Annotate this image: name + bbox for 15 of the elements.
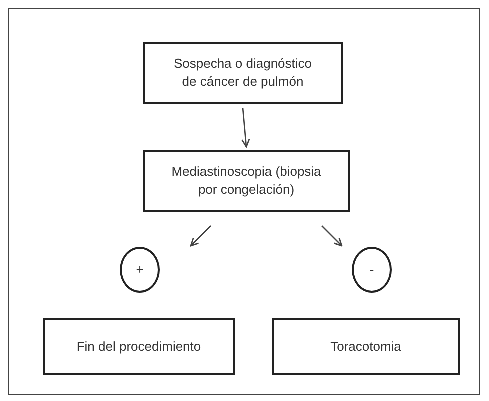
process-box <box>143 42 343 104</box>
arrow <box>190 226 212 247</box>
node-text: Fin del procedimiento <box>76 338 202 356</box>
arrow <box>242 108 250 148</box>
node-text: Mediastinoscopia (biopsia por congelación) <box>170 163 322 199</box>
node-text: + <box>136 261 144 279</box>
circle-node <box>120 247 160 293</box>
node-text: - <box>370 261 374 279</box>
arrow <box>322 226 343 247</box>
process-box <box>43 318 235 375</box>
node-text: Sospecha o diagnóstico de cáncer de pulmón <box>172 55 314 91</box>
circle-node <box>352 247 392 293</box>
process-box <box>272 318 460 375</box>
process-box <box>143 150 350 212</box>
node-text: Toracotomia <box>330 338 402 356</box>
